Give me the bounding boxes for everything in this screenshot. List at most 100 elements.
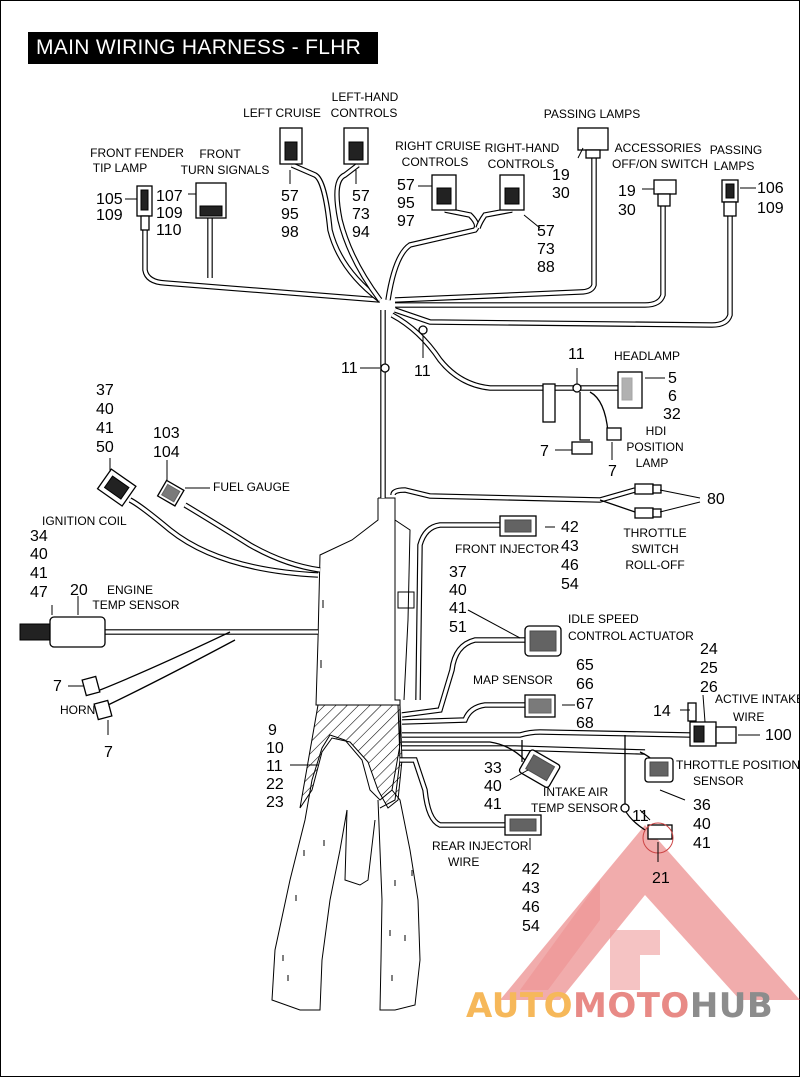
callout-passing-right-2: 109 bbox=[757, 200, 784, 217]
callout-idle-2: 40 bbox=[449, 582, 467, 599]
label-headlamp: HEADLAMP bbox=[614, 349, 680, 363]
callout-acc-2: 30 bbox=[618, 202, 636, 219]
label-idle-speed-2: CONTROL ACTUATOR bbox=[568, 629, 694, 643]
label-tps-1: THROTTLE POSITION bbox=[676, 758, 800, 772]
callout-iat-3: 41 bbox=[484, 796, 502, 813]
right-cruise-connector bbox=[431, 174, 457, 211]
label-tps-2: SENSOR bbox=[693, 774, 744, 788]
callout-frame-3: 11 bbox=[266, 758, 283, 775]
callout-rcruise-2: 95 bbox=[397, 195, 415, 212]
callout-headlamp-3: 32 bbox=[663, 406, 681, 423]
callout-headlamp-clip: 11 bbox=[568, 346, 585, 363]
callout-rear-inj-4: 54 bbox=[522, 918, 540, 935]
callout-rear-inj-2: 43 bbox=[522, 880, 540, 897]
callout-frame-1: 9 bbox=[268, 722, 277, 739]
label-left-hand-1: LEFT-HAND bbox=[332, 90, 399, 104]
callout-throttle: 80 bbox=[707, 491, 725, 508]
callout-map-4: 68 bbox=[576, 715, 594, 732]
label-map-sensor: MAP SENSOR bbox=[473, 673, 553, 687]
callout-active-left: 14 bbox=[653, 703, 671, 720]
callout-lhand-2: 73 bbox=[352, 206, 370, 223]
intake-air-temp-connector bbox=[518, 749, 561, 788]
callout-idle-1: 37 bbox=[449, 564, 467, 581]
hdi-left-connector bbox=[571, 441, 593, 455]
passing-lamp-top-connector bbox=[577, 127, 609, 159]
callout-tps-clip: 11 bbox=[632, 808, 649, 825]
callout-active-3: 26 bbox=[700, 679, 718, 696]
label-left-hand-2: CONTROLS bbox=[331, 106, 398, 120]
engine-temp-connector bbox=[19, 616, 106, 648]
callout-upper-left-4: 50 bbox=[96, 439, 114, 456]
callout-active-2: 25 bbox=[700, 660, 718, 677]
title-banner bbox=[28, 32, 378, 64]
callout-ign-3: 41 bbox=[30, 565, 48, 582]
callout-tps-2: 40 bbox=[693, 816, 711, 833]
label-passing-lamps-top: PASSING LAMPS bbox=[544, 107, 640, 121]
callout-front-inj-3: 46 bbox=[561, 557, 579, 574]
label-active-intake-2: WIRE bbox=[733, 710, 764, 724]
right-hand-controls-connector bbox=[499, 174, 525, 211]
idle-speed-connector bbox=[524, 625, 562, 657]
label-passing-lamps-right-1: PASSING bbox=[710, 143, 762, 157]
throttle-switch-connectors bbox=[634, 483, 662, 519]
callout-front-inj-4: 54 bbox=[561, 576, 579, 593]
callout-upper-left-1: 37 bbox=[96, 382, 114, 399]
callout-clip-left: 11 bbox=[341, 360, 358, 377]
callout-passing-right-1: 106 bbox=[757, 180, 784, 197]
watermark-logo-text: AUTOMOTOHUB bbox=[466, 986, 773, 1026]
callout-map-1: 65 bbox=[576, 657, 594, 674]
front-injector-connector bbox=[499, 515, 537, 537]
tps-21-connector bbox=[642, 822, 674, 854]
label-throttle-3: ROLL-OFF bbox=[625, 558, 684, 572]
label-fuel-gauge: FUEL GAUGE bbox=[213, 480, 290, 494]
callout-rhand-3: 88 bbox=[537, 259, 555, 276]
rear-injector-connector bbox=[504, 814, 542, 836]
callout-headlamp-2: 6 bbox=[668, 388, 677, 405]
callout-iat-2: 40 bbox=[484, 778, 502, 795]
callout-fender-2: 109 bbox=[96, 207, 123, 224]
label-right-cruise-2: CONTROLS bbox=[402, 155, 469, 169]
harness-clip-right bbox=[418, 325, 428, 335]
label-hdi-2: POSITION bbox=[626, 440, 683, 454]
accessories-switch-connector bbox=[653, 179, 677, 207]
callout-horn-top: 7 bbox=[53, 678, 62, 695]
label-left-cruise: LEFT CRUISE bbox=[243, 106, 321, 120]
label-accessories-2: OFF/ON SWITCH bbox=[612, 157, 708, 171]
callout-headlamp-1: 5 bbox=[668, 370, 677, 387]
callout-active-1: 24 bbox=[700, 641, 718, 658]
callout-rhand-1: 57 bbox=[537, 223, 555, 240]
callout-lcruise-2: 95 bbox=[281, 206, 299, 223]
callout-tps-1: 36 bbox=[693, 797, 711, 814]
label-intake-air-2: TEMP SENSOR bbox=[531, 801, 618, 815]
callout-fuel-1: 103 bbox=[153, 425, 180, 442]
callout-map-3: 67 bbox=[576, 696, 594, 713]
callout-map-2: 66 bbox=[576, 676, 594, 693]
component-labels: FRONT FENDER TIP LAMP FRONT TURN SIGNALS… bbox=[42, 90, 800, 869]
callout-rear-inj-1: 42 bbox=[522, 861, 540, 878]
callout-lcruise-3: 98 bbox=[281, 224, 299, 241]
label-throttle-2: SWITCH bbox=[631, 542, 678, 556]
left-cruise-connector bbox=[279, 127, 303, 165]
harness-wires bbox=[99, 155, 733, 831]
headlamp-boot bbox=[542, 383, 556, 423]
label-ignition-coil: IGNITION COIL bbox=[42, 514, 127, 528]
callout-clip-right: 11 bbox=[414, 363, 431, 380]
tps-clip bbox=[620, 803, 630, 813]
callout-lhand-1: 57 bbox=[352, 188, 370, 205]
label-throttle-1: THROTTLE bbox=[623, 526, 686, 540]
callout-rear-inj-3: 46 bbox=[522, 899, 540, 916]
callout-ign-1: 34 bbox=[30, 528, 48, 545]
callout-lhand-3: 94 bbox=[352, 224, 370, 241]
headlamp-connector bbox=[617, 371, 643, 409]
callout-horn-bottom: 7 bbox=[104, 744, 113, 761]
callout-hdi-right: 7 bbox=[608, 463, 617, 480]
callout-upper-left-3: 41 bbox=[96, 420, 114, 437]
watermark-hub: HUB bbox=[689, 986, 774, 1026]
callout-rcruise-1: 57 bbox=[397, 177, 415, 194]
active-intake-connector bbox=[689, 721, 737, 747]
headlamp-clip bbox=[572, 383, 582, 393]
callout-ign-4: 47 bbox=[30, 584, 48, 601]
callout-numbers: 105 109 107 109 110 57 95 98 57 73 94 57… bbox=[30, 167, 792, 935]
callout-front-inj-1: 42 bbox=[561, 519, 579, 536]
